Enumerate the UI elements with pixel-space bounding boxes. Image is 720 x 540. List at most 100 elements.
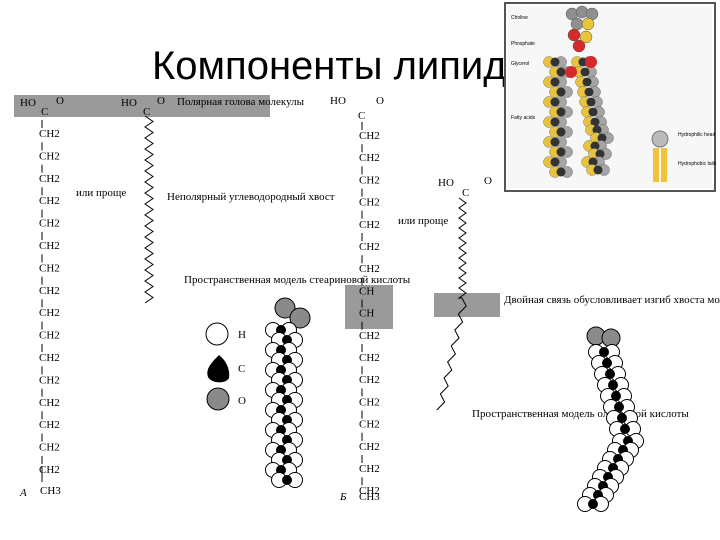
panel-letter-b: Б	[339, 491, 347, 503]
legend-o-atom	[206, 387, 230, 411]
inset-carbon-atom	[590, 117, 600, 127]
slide-title: Компоненты липидов	[152, 44, 551, 88]
inset-carbon-atom	[550, 57, 560, 67]
oleic-chain-group: CH2	[359, 330, 380, 342]
stearic-chain-group: CH2	[39, 419, 60, 431]
inset-carbon-atom	[556, 167, 566, 177]
inset-label-hydrophilic: Hydrophilic head	[678, 132, 715, 138]
stearic-carbon-atom	[282, 475, 292, 485]
inset-label-glycerol: Glycerol	[511, 61, 529, 67]
stearic-ho: HO	[20, 97, 36, 109]
inset-head-atom	[581, 17, 595, 31]
stearic-simple-o: O	[157, 95, 165, 107]
inset-carbon-atom	[578, 57, 588, 67]
oleic-terminal: CH3	[359, 491, 380, 503]
oleic-chain-group: CH2	[359, 263, 380, 275]
inset-carbon-atom	[588, 157, 598, 167]
inset-carbon-atom	[582, 77, 592, 87]
inset-label-hydrophobic: Hydrophobic tails	[678, 161, 717, 167]
oleic-chain-group: CH2	[359, 197, 380, 209]
oleic-carbon-atom	[614, 402, 624, 412]
oleic-carbon-atom	[617, 413, 627, 423]
inset-carbon-atom	[550, 117, 560, 127]
oleic-carbon-atom	[602, 358, 612, 368]
inset-label-phosphate: Phosphate	[511, 41, 535, 47]
inset-carbon-atom	[595, 149, 605, 159]
inset-carbon-atom	[556, 147, 566, 157]
stearic-chain-group: CH2	[39, 150, 60, 162]
oleic-carbon-atom	[588, 499, 598, 509]
inset-carbon-atom	[597, 133, 607, 143]
double-bond-note: Двойная связь обусловливает изгиб хвоста…	[504, 294, 720, 306]
inset-head-atom	[572, 39, 586, 53]
stearic-c: C	[41, 106, 48, 118]
stearic-chain-group: CH2	[39, 442, 60, 454]
inset-oxygen-atom	[565, 66, 577, 78]
inset-carbon-atom	[580, 67, 590, 77]
stearic-o: O	[56, 95, 64, 107]
inset-carbon-atom	[556, 67, 566, 77]
oleic-ho: HO	[330, 95, 346, 107]
stearic-oxygen-atom	[274, 297, 296, 319]
oleic-simple-o: O	[484, 175, 492, 187]
oleic-o: O	[376, 95, 384, 107]
inset-carbon-atom	[586, 97, 596, 107]
oleic-simple-c: C	[462, 187, 469, 199]
stearic-chain-group: CH2	[39, 330, 60, 342]
panel-letter-a: A	[19, 487, 27, 499]
oleic-carbon-atom	[620, 424, 630, 434]
oleic-chain-group: CH	[359, 285, 374, 297]
oleic-model-caption: Пространственная модель олеиновой кислот…	[472, 408, 689, 420]
stearic-chain-group: CH2	[39, 464, 60, 476]
inset-head-atom	[570, 17, 584, 31]
phospholipid-model	[543, 5, 614, 178]
oleic-space-model	[577, 326, 644, 512]
oleic-zigzag-tail	[436, 197, 467, 411]
legend-o-label: O	[238, 395, 246, 407]
stearic-simple-ho: HO	[121, 97, 137, 109]
stearic-chain-group: CH2	[39, 262, 60, 274]
oleic-chain-group: CH2	[359, 441, 380, 453]
stearic-chain-group: CH2	[39, 128, 60, 140]
oleic-simpler-label: или проще	[398, 215, 448, 227]
double-bond-band	[345, 285, 393, 329]
polar-head-label: Полярная голова молекулы	[177, 96, 305, 108]
oleic-chain-group: CH2	[359, 130, 380, 142]
inset-carbon-atom	[556, 87, 566, 97]
legend-c-atom	[207, 355, 230, 383]
oleic-chain-group: CH2	[359, 419, 380, 431]
stearic-zigzag-tail	[144, 115, 154, 304]
stearic-chain-group: CH2	[39, 173, 60, 185]
oleic-chain-group: CH2	[359, 374, 380, 386]
inset-tail-icon-1	[653, 148, 659, 182]
stearic-simpler-label: или проще	[76, 187, 126, 199]
oleic-carbon-atom	[611, 391, 621, 401]
oleic-chain-group: CH2	[359, 396, 380, 408]
oleic-bend-band	[434, 293, 500, 317]
legend-h-atom	[205, 322, 229, 346]
oleic-c: C	[358, 110, 365, 122]
stearic-chain-group: CH2	[39, 240, 60, 252]
oleic-carbon-atom	[608, 380, 618, 390]
nonpolar-tail-label: Неполярный углеводородный хвост	[167, 191, 335, 203]
stearic-chain-group: CH2	[39, 374, 60, 386]
oleic-chain-group: CH2	[359, 241, 380, 253]
inset-head-icon	[651, 130, 669, 148]
oleic-chain-group: CH2	[359, 174, 380, 186]
inset-head-atom	[579, 30, 593, 44]
stearic-space-model	[265, 297, 311, 488]
inset-head-atom	[567, 28, 581, 42]
inset-carbon-atom	[550, 77, 560, 87]
polar-head-band	[14, 95, 270, 117]
inset-label-fatty-acids: Fatty acids	[511, 115, 536, 121]
stearic-chain-group: CH2	[39, 307, 60, 319]
inset-carbon-atom	[584, 87, 594, 97]
stearic-chain-group: CH2	[39, 285, 60, 297]
oleic-chain: CH2CH2CH2CH2CH2CH2CH2CHCHCH2CH2CH2CH2CH2…	[359, 122, 380, 497]
inset-tail-icon-2	[661, 148, 667, 182]
inset-label-choline: Choline	[511, 15, 528, 21]
oleic-chain-group: CH2	[359, 352, 380, 364]
oleic-chain-group: CH2	[359, 219, 380, 231]
oleic-carbon-atom	[605, 369, 615, 379]
inset-carbon-atom	[592, 125, 602, 135]
